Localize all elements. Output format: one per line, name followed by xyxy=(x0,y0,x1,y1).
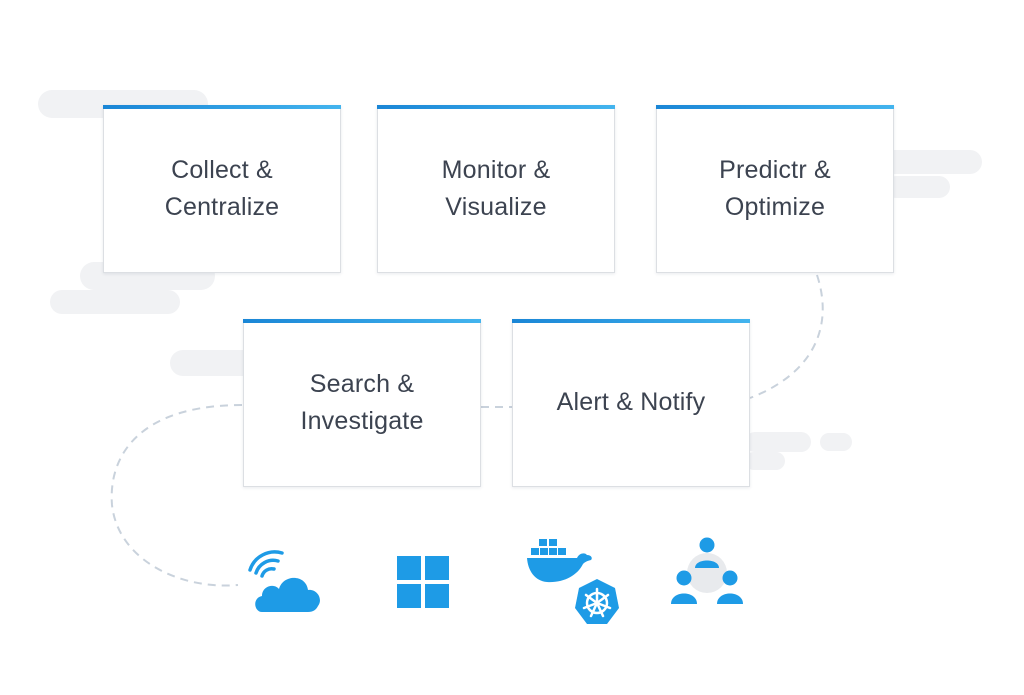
kubernetes-icon xyxy=(575,579,619,624)
cloud-wifi-icon xyxy=(248,550,320,612)
card-label: Alert & Notify xyxy=(556,388,706,416)
background-blob xyxy=(820,433,852,451)
card-label: Predictr & Optimize xyxy=(719,155,831,221)
card-label: Monitor & Visualize xyxy=(441,155,551,221)
background-blob xyxy=(885,176,950,198)
card-predict-optimize: Predictr & Optimize xyxy=(656,105,894,273)
card-monitor-visualize: Monitor & Visualize xyxy=(377,105,615,273)
background-blob xyxy=(745,432,811,452)
card-label: Search & Investigate xyxy=(300,369,424,435)
docker-icon xyxy=(527,539,592,583)
card-label: Collect & Centralize xyxy=(164,155,280,221)
card-alert-notify: Alert & Notify xyxy=(512,319,750,487)
windows-icon xyxy=(397,556,449,608)
connector-search-to-icons xyxy=(110,404,243,587)
connector-predict-to-alert xyxy=(749,274,824,399)
team-icon xyxy=(671,537,743,604)
background-blob xyxy=(50,290,180,314)
card-collect-centralize: Collect & Centralize xyxy=(103,105,341,273)
card-search-investigate: Search & Investigate xyxy=(243,319,481,487)
background-blob xyxy=(745,452,785,470)
